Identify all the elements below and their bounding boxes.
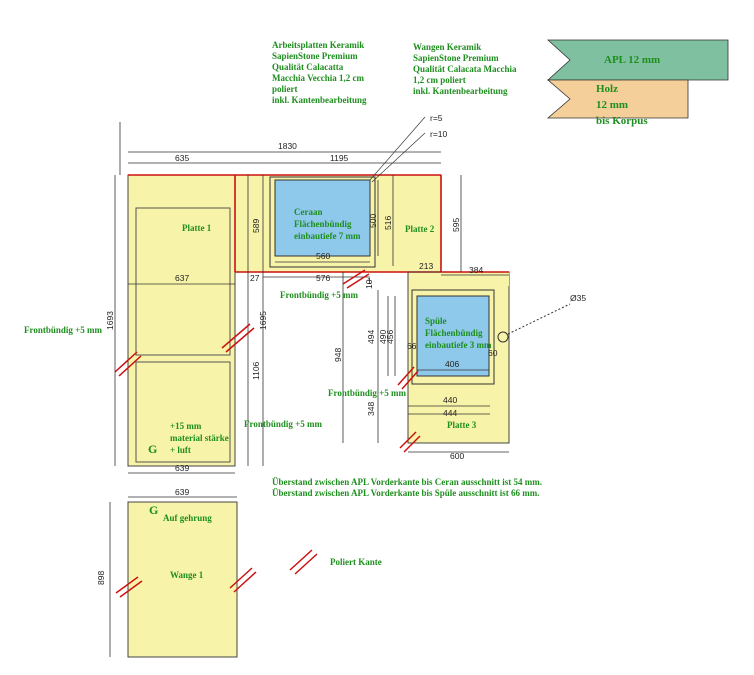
label-spuele: Spüle Flächenbündig einbautiefe 3 mm	[425, 315, 492, 351]
label-ceran: Ceraan Flächenbündig einbautiefe 7 mm	[294, 206, 361, 242]
label-platte-2: Platte 2	[405, 224, 435, 234]
dim-500: 500	[368, 214, 378, 228]
label-poliert-kante: Poliert Kante	[330, 557, 382, 567]
dim-60: 60	[488, 348, 498, 358]
label-g-1: G	[148, 442, 158, 456]
dim-1195: 1195	[330, 153, 349, 163]
label-frontbuendig-2: Frontbündig +5 mm	[280, 290, 358, 300]
ceran-line: einbautiefe 7 mm	[294, 231, 361, 241]
dim-516: 516	[383, 216, 393, 230]
dim-10: 10	[364, 279, 374, 289]
polished-markers	[114, 269, 421, 598]
label-frontbuendig-4: Frontbündig +5 mm	[328, 388, 406, 398]
spuele-line: Spüle	[425, 316, 447, 326]
label-r5: r=5	[430, 113, 443, 123]
label-platte-3: Platte 3	[447, 420, 477, 430]
material-line: + luft	[170, 445, 191, 455]
dim-384: 384	[469, 265, 483, 275]
dim-406: 406	[445, 359, 459, 369]
label-material: +15 mm material stärke + luft	[170, 420, 229, 456]
dim-1695: 1695	[258, 311, 268, 330]
dim-595: 595	[451, 218, 461, 232]
dim-213: 213	[419, 261, 433, 271]
ceran-cutout	[274, 179, 371, 257]
note-line: Qualität Calacatta	[272, 62, 344, 72]
dim-444: 444	[443, 408, 457, 418]
label-wange-1: Wange 1	[170, 570, 204, 580]
dim-1830: 1830	[278, 141, 297, 151]
spuele-line: einbautiefe 3 mm	[425, 340, 492, 350]
tap-hole	[497, 331, 509, 343]
legend-holz-line: bis Korpus	[596, 115, 648, 127]
dim-635: 635	[175, 153, 189, 163]
note-line: 1,2 cm poliert	[413, 75, 466, 85]
dim-898: 898	[96, 571, 106, 585]
ceran-outline	[269, 176, 376, 268]
legend-apl-label: APL 12 mm	[604, 54, 661, 66]
dimension-texts: 1830 635 1195 637 639 639 1693 1695 1106…	[96, 113, 586, 585]
dim-948: 948	[333, 348, 343, 362]
note-line: Überstand zwischen APL Vorderkante bis C…	[272, 477, 543, 487]
spuele-line: Flächenbündig	[425, 328, 483, 338]
label-d35: Ø35	[570, 293, 586, 303]
label-r10: r=10	[430, 129, 448, 139]
dim-639b: 639	[175, 487, 189, 497]
label-frontbuendig-3: Frontbündig +5 mm	[244, 419, 322, 429]
ceran-line: Flächenbündig	[294, 219, 352, 229]
dimension-lines	[109, 122, 509, 657]
label-g-2: G	[149, 503, 159, 517]
dim-348: 348	[366, 402, 376, 416]
dim-600: 600	[450, 451, 464, 461]
dim-27: 27	[250, 273, 260, 283]
note-arbeitsplatten: Arbeitsplatten Keramik SapienStone Premi…	[272, 40, 367, 106]
note-line: Macchia Vecchia 1,2 cm	[272, 73, 364, 83]
platte-1-inner	[135, 207, 231, 463]
material-line: +15 mm	[170, 421, 202, 431]
note-ueberstand: Überstand zwischen APL Vorderkante bis C…	[272, 477, 542, 499]
spuele-cutout	[416, 295, 490, 377]
note-line: Überstand zwischen APL Vorderkante bis S…	[272, 488, 540, 498]
dim-560: 560	[316, 251, 330, 261]
dim-576: 576	[316, 273, 330, 283]
legend-holz-line: 12 mm	[596, 99, 629, 111]
note-line: SapienStone Premium	[413, 53, 499, 63]
ceran-line: Ceraan	[294, 207, 323, 217]
note-line: poliert	[272, 84, 298, 94]
legend-holz-label: Holz 12 mm bis Korpus	[596, 81, 648, 129]
dim-639a: 639	[175, 463, 189, 473]
note-wangen: Wangen Keramik SapienStone Premium Quali…	[413, 42, 516, 97]
dim-637: 637	[175, 273, 189, 283]
material-line: material stärke	[170, 433, 229, 443]
label-platte-1: Platte 1	[182, 223, 212, 233]
dim-1: 1	[367, 276, 372, 286]
dim-66: 66	[407, 341, 417, 351]
wange-1-panel	[127, 501, 238, 658]
note-line: inkl. Kantenbearbeitung	[413, 86, 508, 96]
corner-panel	[441, 272, 509, 286]
dim-1106: 1106	[251, 361, 261, 380]
spuele-outline	[411, 289, 495, 385]
dim-456: 456	[385, 330, 395, 344]
note-line: SapienStone Premium	[272, 51, 358, 61]
legend-holz-line: Holz	[596, 83, 618, 95]
note-line: Arbeitsplatten Keramik	[272, 40, 365, 50]
dim-1693: 1693	[105, 311, 115, 330]
dim-440: 440	[443, 395, 457, 405]
note-line: Qualität Calacata Macchia	[413, 64, 517, 74]
label-aufgehrung: Auf gehrung	[163, 513, 212, 523]
note-line: inkl. Kantenbearbeitung	[272, 95, 367, 105]
legend-holz-shape	[546, 79, 689, 119]
label-frontbuendig-1: Frontbündig +5 mm	[24, 325, 102, 335]
platte-1-panel	[127, 174, 236, 467]
dim-494: 494	[366, 330, 376, 344]
dim-589: 589	[251, 219, 261, 233]
note-line: Wangen Keramik	[413, 42, 482, 52]
dim-490: 490	[378, 330, 388, 344]
